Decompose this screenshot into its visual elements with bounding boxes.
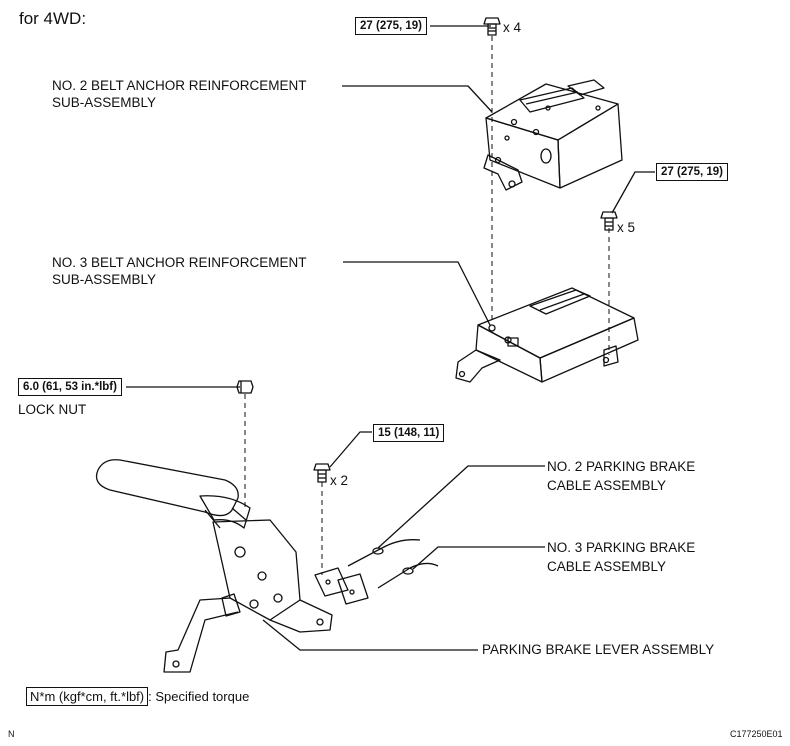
torque-box-mid: 15 (148, 11) <box>373 424 445 442</box>
bolt-icon-right <box>600 211 618 231</box>
label-no2-cable-line1: NO. 2 PARKING BRAKE <box>547 459 696 474</box>
legend: N*m (kgf*cm, ft.*lbf): Specified torque <box>26 687 250 706</box>
bolt-quantity-mid: x 2 <box>330 473 349 488</box>
label-no3-cable-line1: NO. 3 PARKING BRAKE <box>547 540 696 555</box>
label-no3-anchor-line2: SUB-ASSEMBLY <box>52 272 157 287</box>
figure-code: C177250E01 <box>730 729 783 739</box>
label-no2-cable-line2: CABLE ASSEMBLY <box>547 478 667 493</box>
torque-box-top: 27 (275, 19) <box>355 17 428 35</box>
label-parking-brake-lever: PARKING BRAKE LEVER ASSEMBLY <box>482 642 715 657</box>
nut-icon-lock <box>236 380 254 394</box>
footer-left-mark: N <box>8 729 15 739</box>
bolt-quantity-top: x 4 <box>503 20 522 35</box>
no2-belt-anchor-reinforcement <box>483 79 623 191</box>
no3-parking-brake-cable <box>377 562 439 589</box>
label-lock-nut: LOCK NUT <box>18 402 87 417</box>
leader-lines <box>126 25 655 651</box>
cable-bracket <box>314 567 369 605</box>
no3-belt-anchor-reinforcement <box>455 287 639 383</box>
torque-box-lock-nut: 6.0 (61, 53 in.*lbf) <box>18 378 122 396</box>
label-no2-anchor-line2: SUB-ASSEMBLY <box>52 95 157 110</box>
bolt-icon-mid <box>313 463 331 483</box>
torque-box-right: 27 (275, 19) <box>656 163 729 181</box>
label-no2-anchor-line1: NO. 2 BELT ANCHOR REINFORCEMENT <box>52 78 307 93</box>
bolt-quantity-right: x 5 <box>617 220 636 235</box>
legend-unit-box: N*m (kgf*cm, ft.*lbf) <box>26 687 149 706</box>
label-no3-anchor-line1: NO. 3 BELT ANCHOR REINFORCEMENT <box>52 255 307 270</box>
bolt-icon-top <box>483 17 501 36</box>
no2-parking-brake-cable <box>347 539 421 567</box>
label-no3-cable-line2: CABLE ASSEMBLY <box>547 559 667 574</box>
legend-text: : Specified torque <box>148 689 250 704</box>
parking-brake-lever-assembly <box>95 459 333 673</box>
page-header: for 4WD: <box>19 9 87 28</box>
